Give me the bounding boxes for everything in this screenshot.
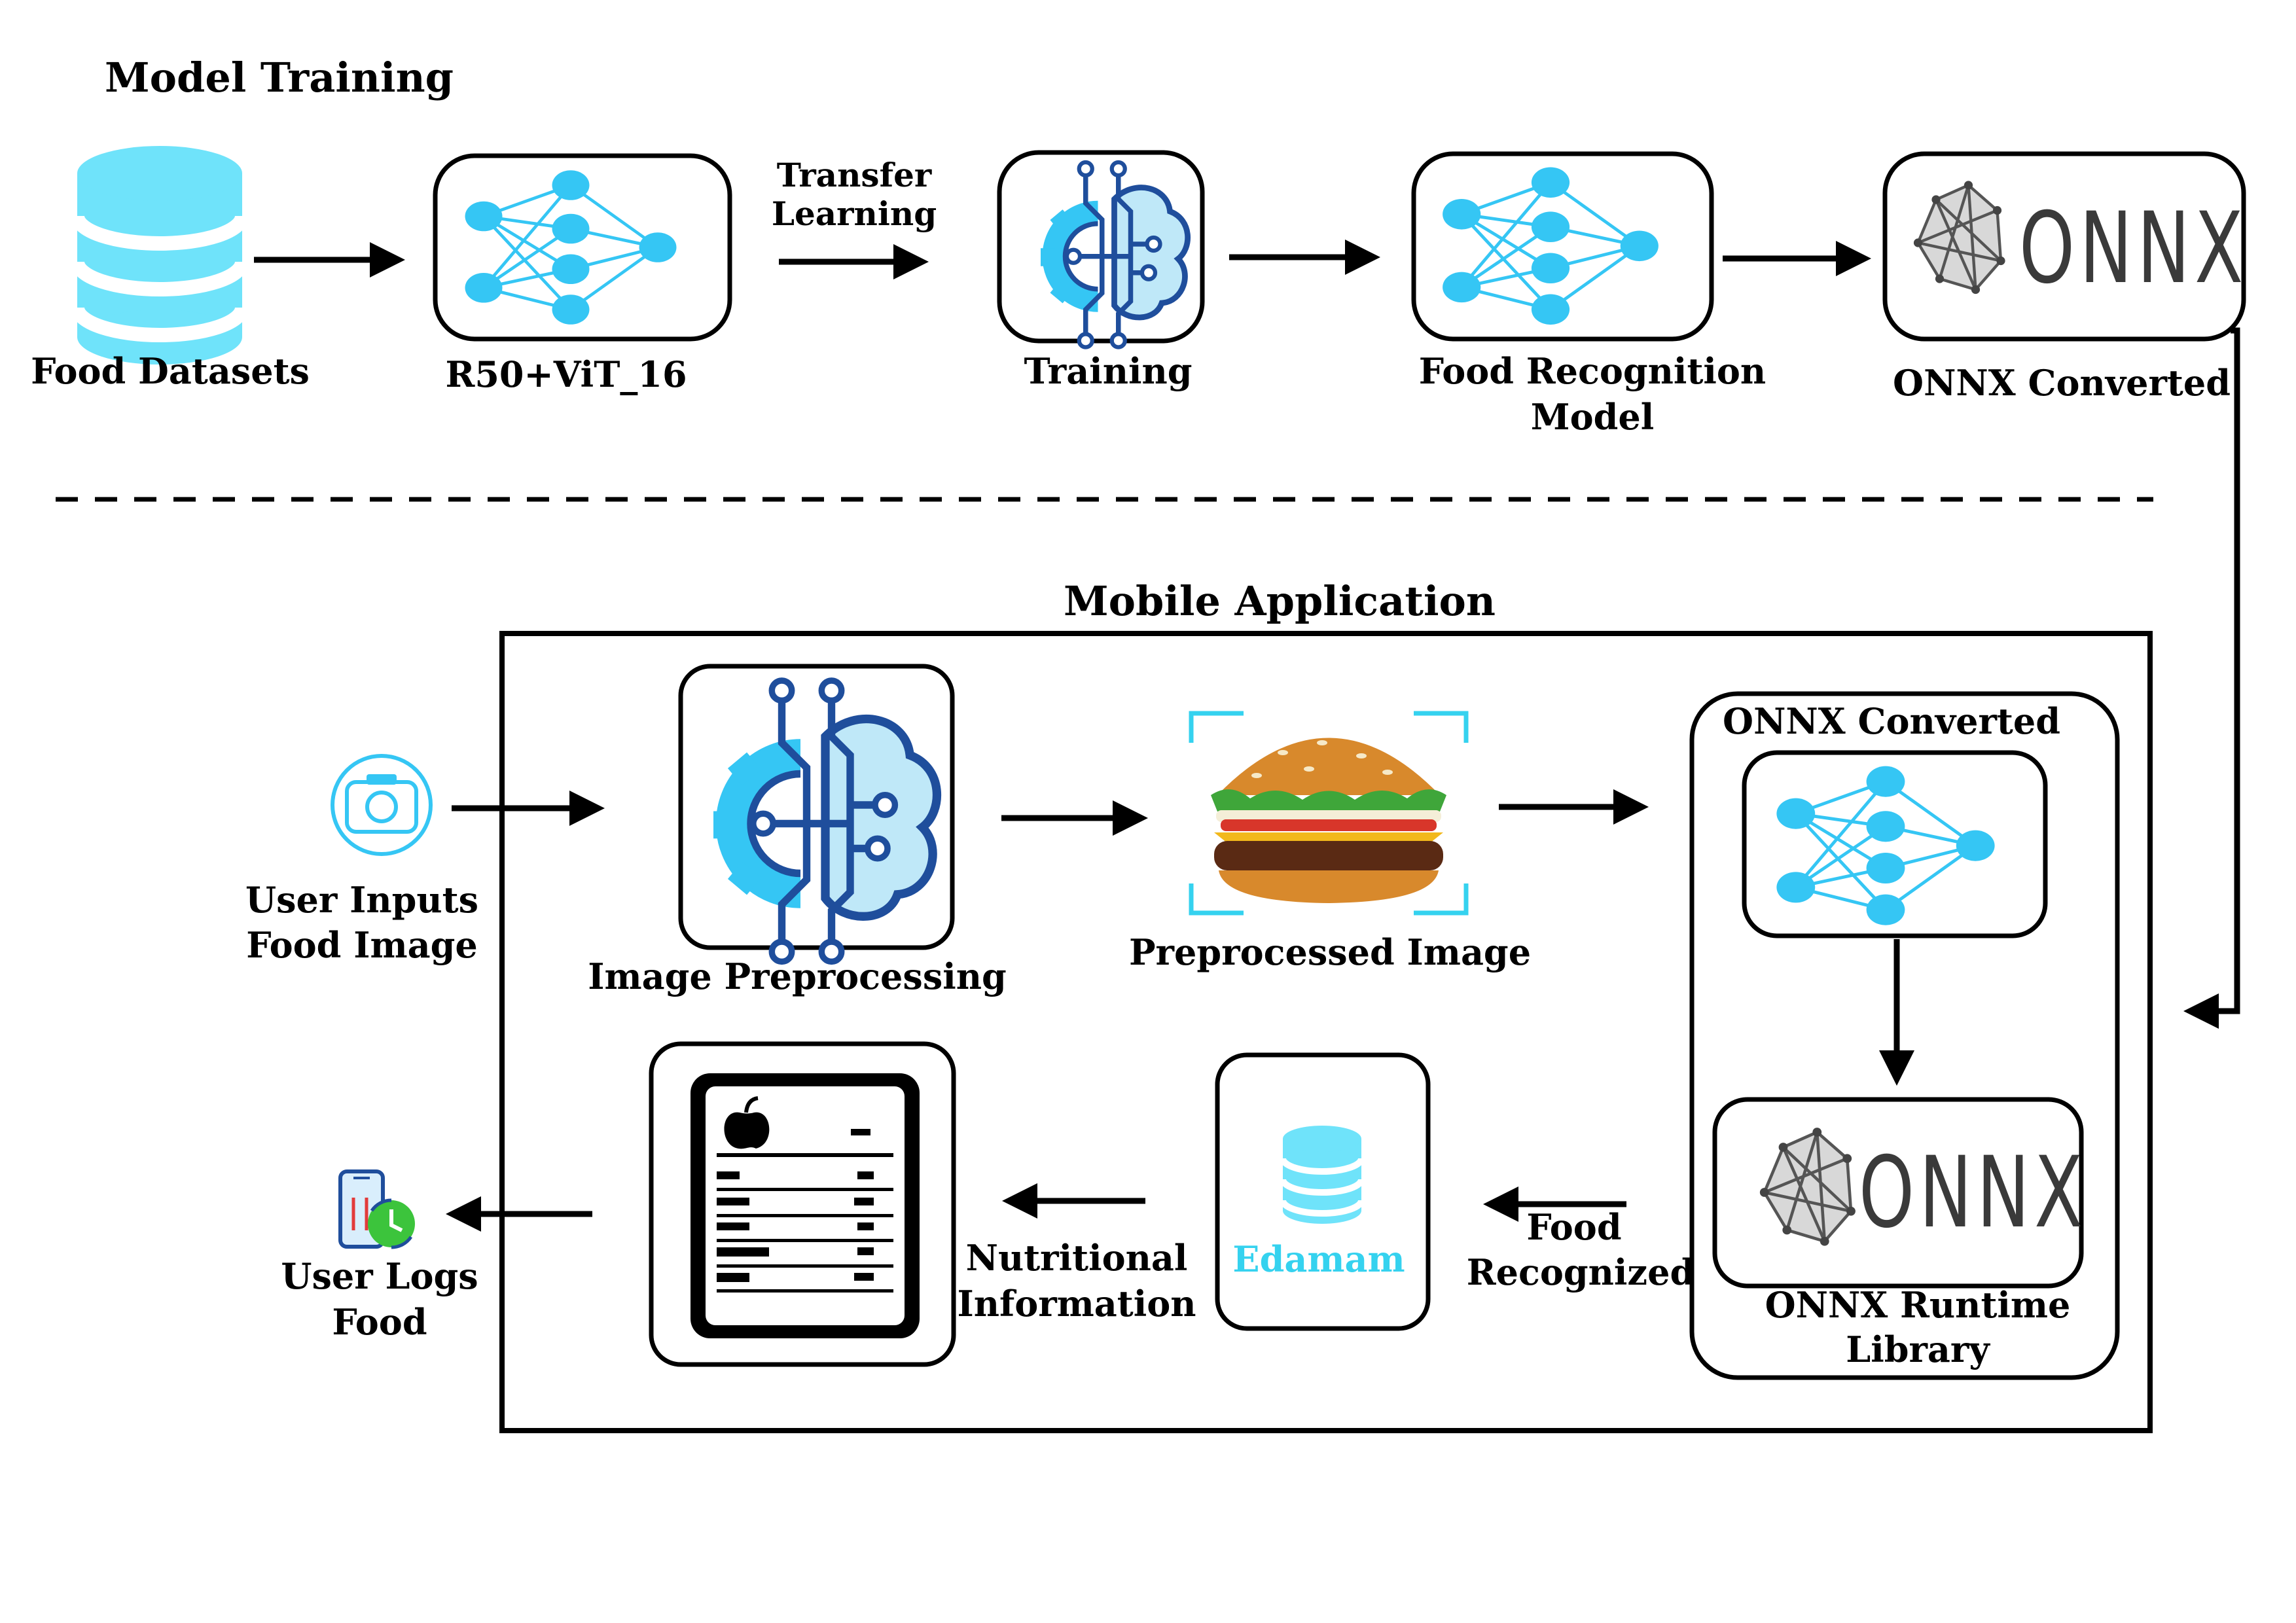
preprocessed-image-label: Preprocessed Image xyxy=(1128,931,1532,973)
camera-icon xyxy=(331,754,433,856)
deploy-arrow xyxy=(2183,327,2240,1029)
user-logs-label-line1: User Logs xyxy=(281,1255,478,1297)
food-recognized-label-line2: Recognized xyxy=(1466,1251,1695,1293)
nutritional-information-label-line1: Nutritional xyxy=(965,1237,1188,1279)
database-icon xyxy=(1280,1126,1365,1224)
onnx-converted-inner-label: ONNX Converted xyxy=(1723,700,2060,742)
mobile-application-title: Mobile Application xyxy=(1064,577,1496,625)
nutrition-label-icon xyxy=(691,1073,920,1338)
onnx-converted-label: ONNX Converted xyxy=(1893,362,2231,404)
mobile-food-log-icon xyxy=(338,1169,415,1249)
onnx-logo-text: ONNX xyxy=(1859,1136,2088,1250)
transfer-learning-label-line1: Transfer xyxy=(776,156,932,194)
onnx-logo-text: ONNX xyxy=(2019,192,2248,306)
database-icon xyxy=(70,146,249,365)
onnx-runtime-label-line1: ONNX Runtime xyxy=(1765,1284,2071,1326)
nutritional-information-label-line2: Information xyxy=(957,1283,1196,1325)
burger-image xyxy=(1189,711,1469,916)
food-datasets-label: Food Datasets xyxy=(31,350,310,392)
mobile-arrows xyxy=(446,789,1914,1232)
model-training-title: Model Training xyxy=(105,54,454,101)
onnx-model-box xyxy=(1742,750,2048,938)
training-arrows xyxy=(254,240,1871,279)
mobile-app-frame xyxy=(499,631,2153,1433)
training-label: Training xyxy=(1024,350,1193,392)
onnx-runtime-label-line2: Library xyxy=(1846,1329,1990,1370)
transfer-learning-label-line2: Learning xyxy=(771,194,937,233)
user-inputs-label-line1: User Inputs xyxy=(245,879,478,921)
food-recognized-label-line1: Food xyxy=(1526,1206,1622,1248)
food-recognition-model-label-line1: Food Recognition xyxy=(1418,350,1767,392)
user-inputs-label-line2: Food Image xyxy=(246,924,478,966)
edamam-label: Edamam xyxy=(1232,1238,1405,1280)
food-recognition-model-label-line2: Model xyxy=(1530,396,1655,438)
user-logs-label-line2: Food xyxy=(332,1301,427,1343)
backbone-label: R50+ViT_16 xyxy=(445,353,687,395)
image-preprocessing-label: Image Preprocessing xyxy=(588,955,1007,997)
